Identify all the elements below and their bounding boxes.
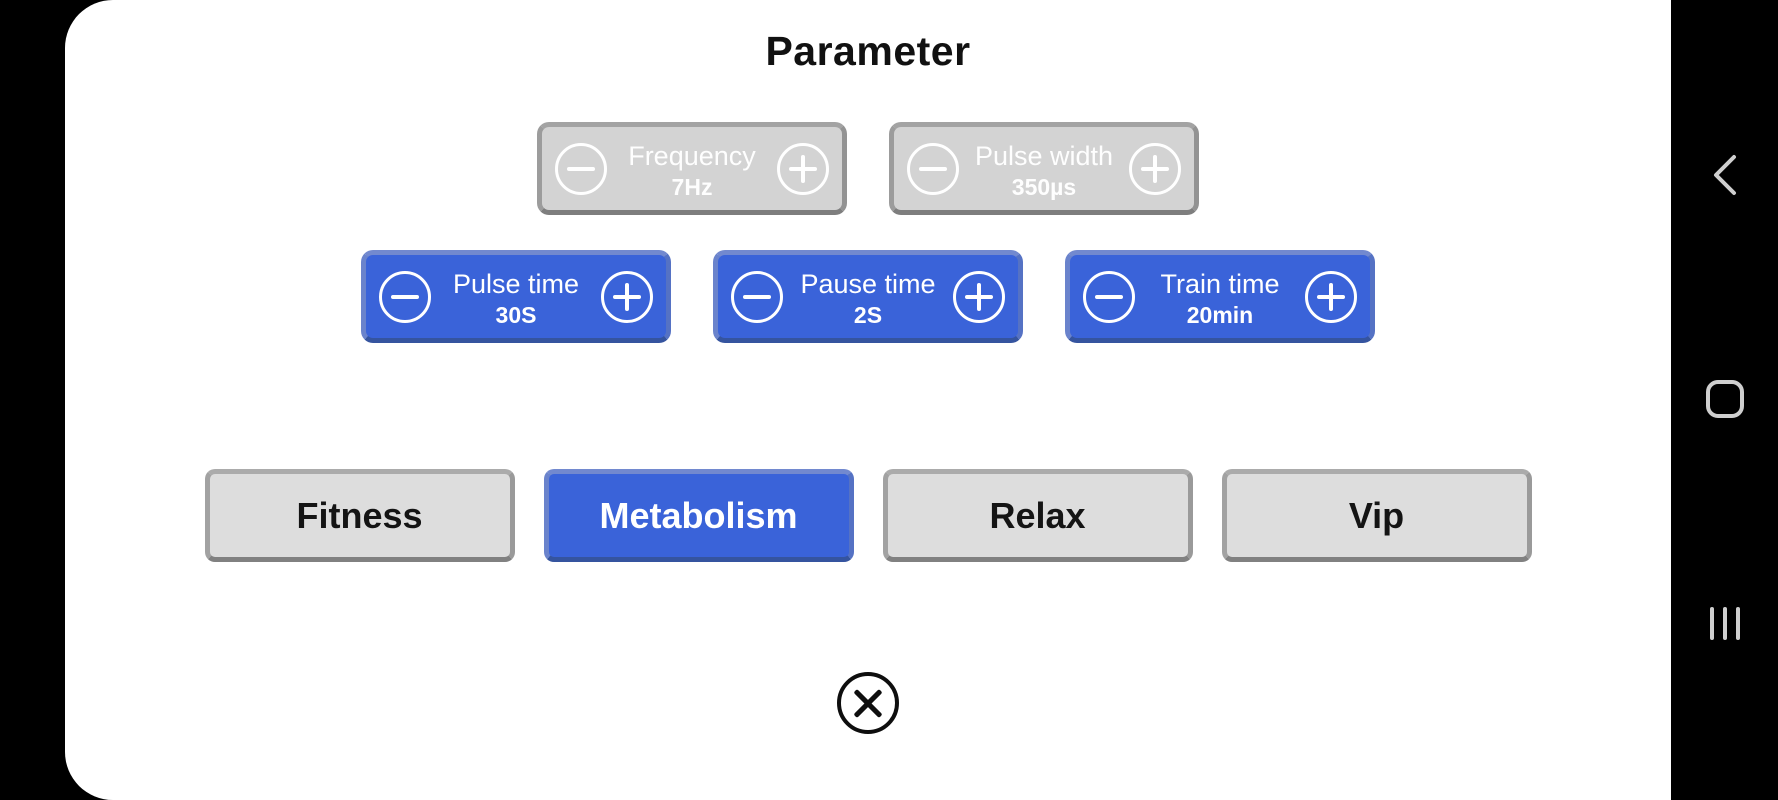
frequency-stepper: Frequency 7Hz: [537, 122, 847, 215]
minus-icon: [743, 294, 771, 299]
pulse-time-increase-button[interactable]: [601, 270, 653, 323]
stepper-value: 7Hz: [671, 173, 713, 200]
close-button[interactable]: [837, 672, 899, 734]
minus-icon: [391, 294, 419, 299]
frequency-decrease-button[interactable]: [555, 142, 607, 195]
close-row: [65, 672, 1671, 734]
pulse-time-readout: Pulse time 30S: [431, 264, 601, 330]
pulse-width-stepper: Pulse width 350µs: [889, 122, 1199, 215]
mode-button-metabolism[interactable]: Metabolism: [543, 469, 854, 562]
stepper-value: 20min: [1186, 301, 1254, 328]
nav-back-button[interactable]: [1671, 115, 1778, 235]
nav-home-button[interactable]: [1671, 339, 1778, 459]
minus-icon: [919, 166, 947, 171]
recents-icon: [1709, 606, 1740, 640]
pulse-time-decrease-button[interactable]: [379, 270, 431, 323]
home-icon: [1705, 380, 1744, 418]
train-time-stepper: Train time 20min: [1065, 250, 1375, 343]
stepper-value: 30S: [495, 301, 537, 328]
stepper-label: Pause time: [800, 268, 936, 299]
plus-icon-bar: [1329, 282, 1333, 311]
mode-buttons-row: Fitness Metabolism Relax Vip: [65, 469, 1671, 562]
train-time-increase-button[interactable]: [1305, 270, 1357, 323]
pause-time-decrease-button[interactable]: [731, 270, 783, 323]
pulse-width-decrease-button[interactable]: [907, 142, 959, 195]
stepper-label: Train time: [1160, 268, 1280, 299]
stepper-value: 2S: [853, 301, 883, 328]
frequency-increase-button[interactable]: [777, 142, 829, 195]
plus-icon-bar: [625, 282, 629, 311]
recents-bar: [1722, 606, 1727, 640]
mode-button-fitness[interactable]: Fitness: [204, 469, 515, 562]
page-title: Parameter: [765, 28, 971, 74]
stepper-label: Pulse width: [974, 140, 1114, 171]
stepper-label: Frequency: [628, 140, 756, 171]
app-window: Parameter Frequency 7Hz Pulse width 350µ…: [65, 0, 1671, 800]
minus-icon: [1095, 294, 1123, 299]
frequency-readout: Frequency 7Hz: [607, 136, 777, 202]
disabled-steppers-row: Frequency 7Hz Pulse width 350µs: [65, 122, 1671, 215]
back-chevron-icon: [1713, 155, 1736, 195]
pause-time-increase-button[interactable]: [953, 270, 1005, 323]
mode-button-relax[interactable]: Relax: [882, 469, 1193, 562]
pulse-time-stepper: Pulse time 30S: [361, 250, 671, 343]
train-time-decrease-button[interactable]: [1083, 270, 1135, 323]
mode-button-vip[interactable]: Vip: [1221, 469, 1532, 562]
android-navigation-bar: [1671, 0, 1778, 800]
pause-time-readout: Pause time 2S: [783, 264, 953, 330]
recents-bar: [1735, 606, 1740, 640]
nav-recents-button[interactable]: [1671, 563, 1778, 683]
train-time-readout: Train time 20min: [1135, 264, 1305, 330]
pulse-width-readout: Pulse width 350µs: [959, 136, 1129, 202]
minus-icon: [567, 166, 595, 171]
plus-icon-bar: [977, 282, 981, 311]
plus-icon-bar: [1153, 154, 1157, 183]
stepper-label: Pulse time: [452, 268, 580, 299]
stepper-value: 350µs: [1011, 173, 1077, 200]
pulse-width-increase-button[interactable]: [1129, 142, 1181, 195]
pause-time-stepper: Pause time 2S: [713, 250, 1023, 343]
plus-icon-bar: [801, 154, 805, 183]
active-steppers-row: Pulse time 30S Pause time 2S Train time …: [65, 250, 1671, 343]
recents-bar: [1709, 606, 1714, 640]
